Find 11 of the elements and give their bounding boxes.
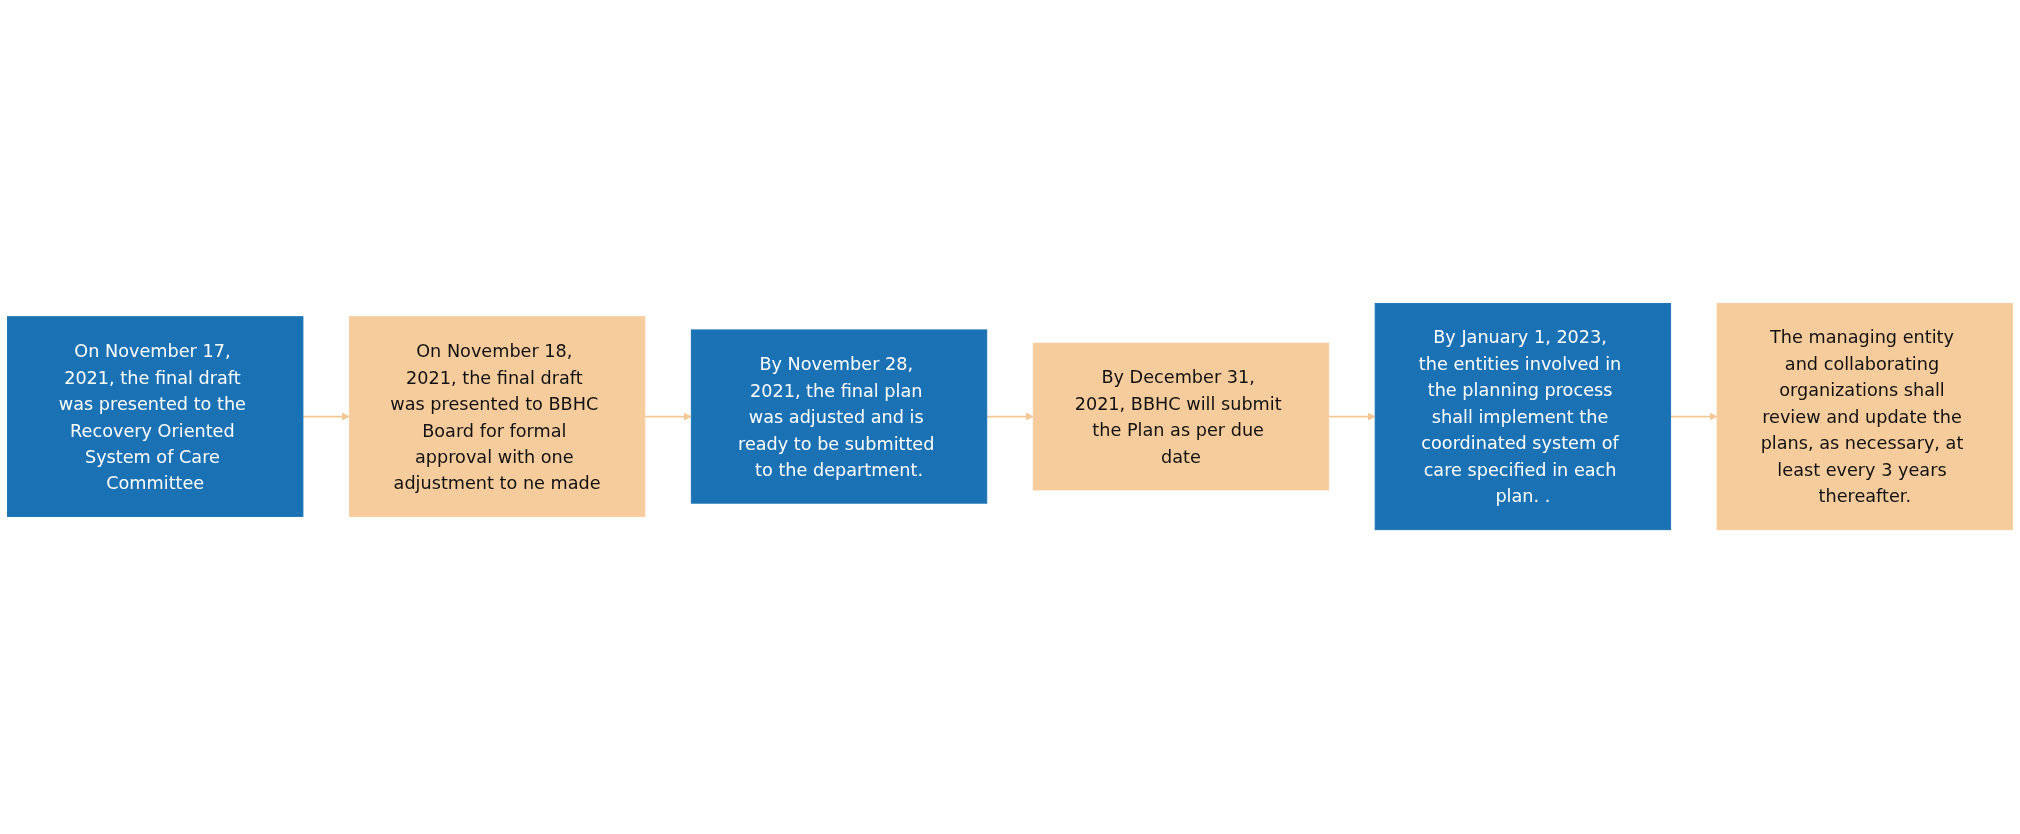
arrow [1327, 412, 1376, 422]
arrow [302, 412, 350, 422]
node-box: The managing entity and collaborating organizations shall review and update the plans, as necessary, at least every 3 years thereafter. [1716, 303, 2013, 531]
node-box: On November 18, 2021, the final draft was presented to BBHC Board for formal approval with one adjustment to ne made [348, 316, 646, 518]
node-box: By January 1, 2023, the entities involved in the planning process shall implement the coordinated system of care specified in each plan. . [1374, 303, 1672, 531]
node-box: By December 31, 2021, BBHC will submit the Plan as per due date [1032, 343, 1330, 491]
arrow [985, 412, 1034, 422]
arrow [643, 412, 692, 422]
node-box: On November 17, 2021, the final draft was presented to the Recovery Oriented System of Care Committee [7, 316, 304, 518]
arrow [1669, 412, 1718, 422]
node-box: By November 28, 2021, the final plan was adjusted and is ready to be submitted to the department. [690, 329, 988, 505]
